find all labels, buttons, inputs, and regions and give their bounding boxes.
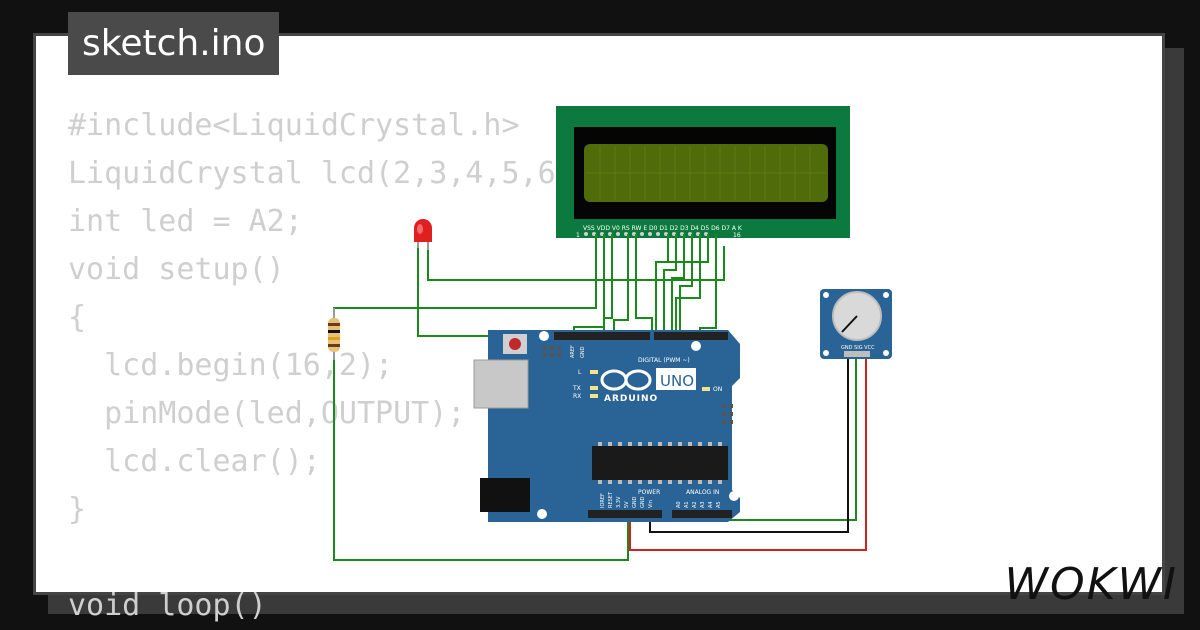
code-line: int led = A2; xyxy=(68,204,303,239)
resistor[interactable] xyxy=(328,308,340,360)
power-pin-ioref: IOREF xyxy=(600,493,606,508)
board-brand: ARDUINO xyxy=(604,394,658,404)
led-tx-label: TX xyxy=(572,385,581,392)
wokwi-logo: WOKWI xyxy=(1004,559,1178,610)
code-line: } xyxy=(68,492,87,527)
code-line: void setup() xyxy=(68,252,285,287)
red-led[interactable] xyxy=(414,219,432,250)
power-pin-gnd2: GND xyxy=(640,496,646,508)
gnd-label: GND xyxy=(580,346,586,358)
led-on-label: ON xyxy=(713,386,722,393)
code-line: pinMode(led,OUTPUT); xyxy=(68,396,466,431)
power-pin-vin: Vin xyxy=(648,500,654,508)
lcd-module[interactable]: VSS VDD V0 RS RW E D0 D1 D2 D3 D4 D5 D6 … xyxy=(556,106,850,239)
potentiometer[interactable]: GND SIG VCC xyxy=(820,289,892,359)
lcd-pin-labels: VSS VDD V0 RS RW E D0 D1 D2 D3 D4 D5 D6 … xyxy=(583,225,743,232)
pot-pin-labels: GND SIG VCC xyxy=(841,345,875,351)
lcd-pin-first: 1 xyxy=(576,232,580,239)
analog-pin-a4: A4 xyxy=(708,501,714,508)
board-model: UNO xyxy=(660,372,694,390)
led-l-label: L xyxy=(578,369,582,376)
analog-pin-a0: A0 xyxy=(676,501,682,508)
code-line: lcd.begin(16,2); xyxy=(68,348,394,383)
analog-pin-a2: A2 xyxy=(692,501,698,508)
analog-pin-a1: A1 xyxy=(684,501,690,508)
code-line: { xyxy=(68,300,87,335)
power-pin-3v3: 3.3V xyxy=(616,496,622,508)
arduino-uno[interactable]: AREF GND DIGITAL (PWM ~) L TX RX ON UNO … xyxy=(473,330,740,522)
code-line: void loop() xyxy=(68,588,267,623)
analog-pin-a5: A5 xyxy=(716,501,722,508)
led-rx-label: RX xyxy=(573,393,581,400)
file-tab[interactable]: sketch.ino xyxy=(68,12,280,75)
code-editor: #include<LiquidCrystal.h> LiquidCrystal … xyxy=(68,102,628,630)
digital-label: DIGITAL (PWM ~) xyxy=(638,357,690,364)
power-label: POWER xyxy=(638,489,660,496)
power-pin-gnd1: GND xyxy=(632,496,638,508)
aref-label: AREF xyxy=(570,345,576,358)
lcd-pin-last: 16 xyxy=(733,232,741,239)
green-wires xyxy=(333,234,857,561)
analog-label: ANALOG IN xyxy=(686,489,719,496)
arduino-logo-icon xyxy=(600,369,652,391)
code-line: lcd.clear(); xyxy=(68,444,321,479)
power-pin-reset: RESET xyxy=(608,491,614,508)
red-wire xyxy=(629,352,867,551)
analog-pin-a3: A3 xyxy=(700,501,706,508)
code-line: #include<LiquidCrystal.h> xyxy=(68,108,520,143)
black-wire xyxy=(649,352,849,533)
power-pin-5v: 5V xyxy=(624,501,630,508)
